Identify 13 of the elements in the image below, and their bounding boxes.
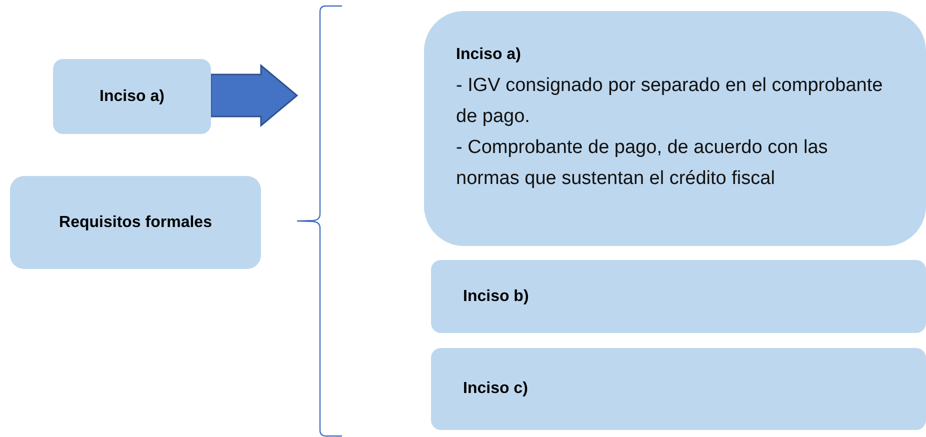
bullet-text: - IGV consignado por separado en el comprobante de pago. [456, 74, 884, 128]
rounded-box [10, 176, 261, 269]
box-title: Inciso c) [463, 379, 529, 399]
box-title: Inciso a) [456, 44, 522, 64]
box-title: Requisitos formales [59, 212, 212, 232]
box-title: Inciso a) [100, 86, 164, 106]
rounded-box [424, 11, 926, 246]
rounded-box [431, 260, 926, 333]
block-arrow [210, 64, 298, 128]
box-title: Inciso b) [463, 286, 530, 306]
rounded-box [431, 348, 926, 430]
bullet-text: - Comprobante de pago, de acuerdo con las normas que sustentan el crédito fiscal [456, 136, 829, 190]
rounded-box [53, 59, 211, 134]
